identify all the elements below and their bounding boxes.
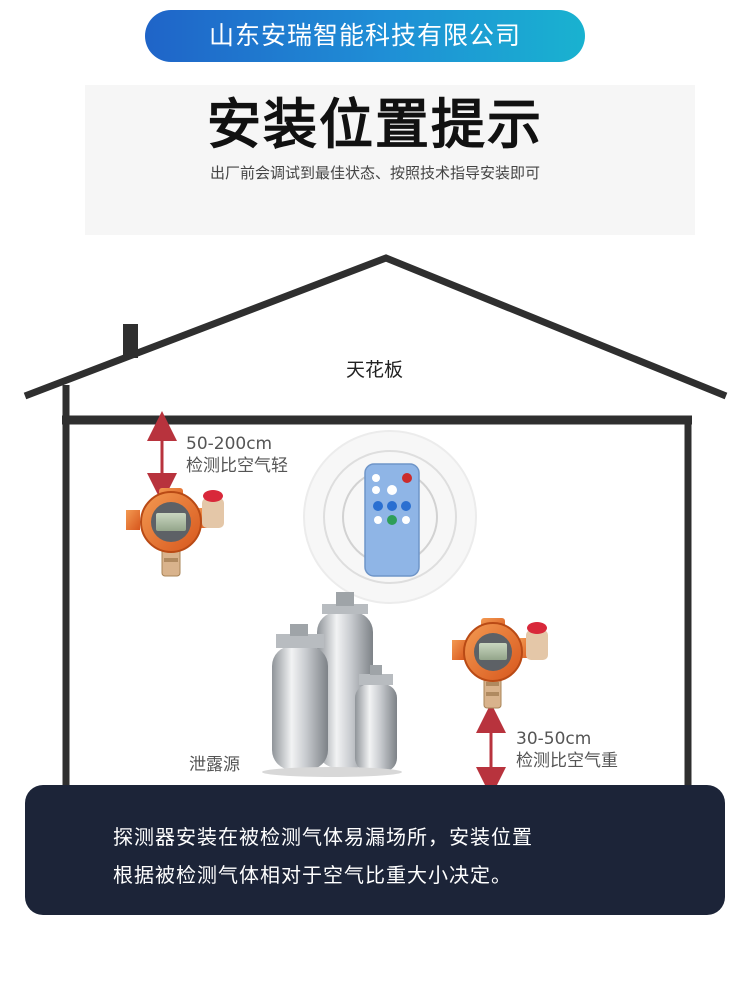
note-line-2: 根据被检测气体相对于空气比重大小决定。 xyxy=(113,863,512,887)
remote-control-icon xyxy=(303,430,477,604)
page-title: 安装位置提示 xyxy=(207,93,543,156)
alarm-lamp-icon xyxy=(526,622,548,660)
upper-placement-label: 50-200cm 检测比空气轻 xyxy=(186,433,288,477)
upper-note: 检测比空气轻 xyxy=(186,456,288,476)
page-subtitle: 出厂前会调试到最佳状态、按照技术指导安装即可 xyxy=(209,164,540,182)
header-panel xyxy=(85,85,695,235)
house-outline xyxy=(23,254,728,795)
gas-detector-icon xyxy=(452,618,548,709)
lower-note: 检测比空气重 xyxy=(516,751,618,771)
installation-note: 探测器安装在被检测气体易漏场所，安装位置 根据被检测气体相对于空气比重大小决定。 xyxy=(25,785,725,915)
note-line-1: 探测器安装在被检测气体易漏场所，安装位置 xyxy=(113,825,533,849)
lower-distance: 30-50cm xyxy=(516,729,592,749)
chimney xyxy=(123,324,138,358)
leak-source-label: 泄露源 xyxy=(189,755,240,775)
upper-distance: 50-200cm xyxy=(186,434,273,454)
gas-detector-icon xyxy=(126,488,224,577)
gas-cylinder-icon xyxy=(262,592,402,777)
company-banner: 山东安瑞智能科技有限公司 xyxy=(145,10,585,62)
lower-placement-label: 30-50cm 检测比空气重 xyxy=(516,728,618,772)
ceiling-label: 天花板 xyxy=(346,359,404,381)
alarm-lamp-icon xyxy=(202,490,224,528)
